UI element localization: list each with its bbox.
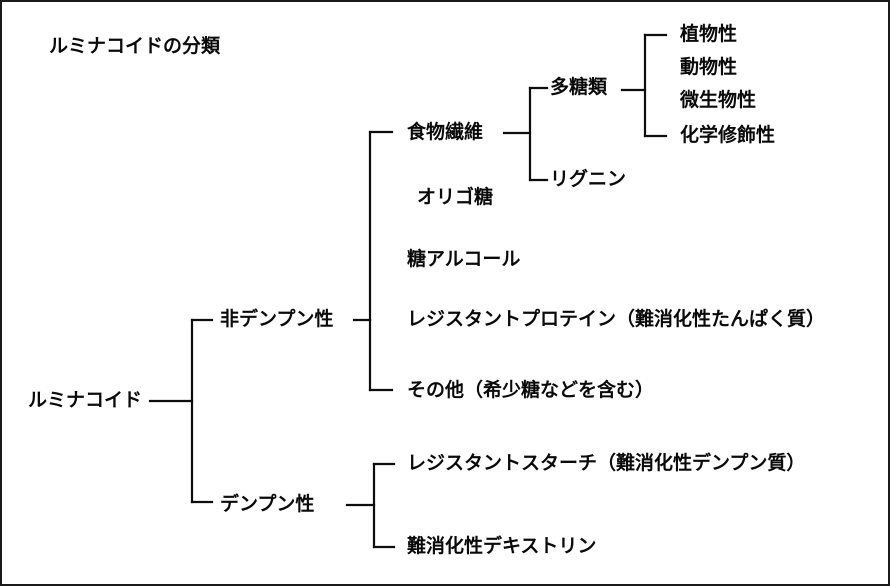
node-lignin: リグニン xyxy=(550,168,627,190)
node-dietary-fiber: 食物繊維 xyxy=(407,121,484,143)
node-non-starch: 非デンプン性 xyxy=(220,308,334,330)
node-chemically-modified: 化学修飾性 xyxy=(680,124,776,146)
node-microbial-origin: 微生物性 xyxy=(680,89,757,111)
node-other-rare-sugars: その他（希少糖などを含む） xyxy=(407,379,655,401)
node-resistant-starch: レジスタントスターチ（難消化性デンプン質） xyxy=(407,452,806,474)
node-indigestible-dextrin: 難消化性デキストリン xyxy=(407,535,597,557)
node-plant-origin: 植物性 xyxy=(680,23,738,45)
node-animal-origin: 動物性 xyxy=(680,56,738,78)
node-starch: デンプン性 xyxy=(220,493,315,515)
node-sugar-alcohol: 糖アルコール xyxy=(407,248,521,270)
node-polysaccharide: 多糖類 xyxy=(550,76,608,98)
node-oligosaccharide: オリゴ糖 xyxy=(417,186,494,208)
node-root-luminacoid: ルミナコイド xyxy=(28,389,143,411)
node-resistant-protein: レジスタントプロテイン（難消化性たんぱく質） xyxy=(407,308,826,330)
diagram-title: ルミナコイドの分類 xyxy=(49,35,221,57)
